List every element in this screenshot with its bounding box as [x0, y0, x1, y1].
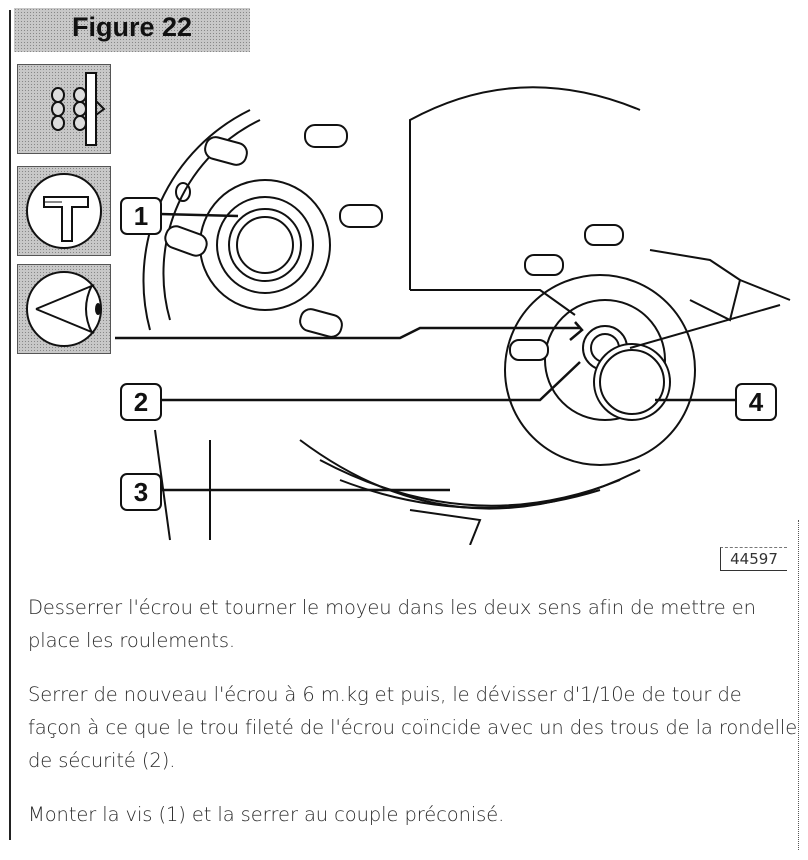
callout-2: 2	[120, 383, 162, 421]
figure-title-box: Figure 22	[14, 8, 250, 52]
paragraph-1: Desserrer l'écrou et tourner le moyeu da…	[28, 596, 756, 652]
hub-drawing	[115, 86, 791, 545]
margin-rule	[9, 10, 11, 840]
margin-rule-right	[798, 520, 799, 850]
paragraph-3: Monter la vis (1) et la serrer au couple…	[28, 803, 505, 826]
hub-bearing-icon	[17, 64, 111, 154]
figure-title: Figure 22	[71, 12, 193, 42]
callout-3: 3	[120, 473, 162, 511]
callout-4: 4	[735, 383, 777, 421]
figure-reference-number: 44597	[720, 547, 787, 571]
visual-inspection-icon	[17, 264, 111, 354]
callout-1: 1	[120, 197, 162, 235]
paragraph-2: Serrer de nouveau l'écrou à 6 m.kg et pu…	[28, 683, 798, 772]
caliper-measure-icon	[17, 166, 111, 256]
